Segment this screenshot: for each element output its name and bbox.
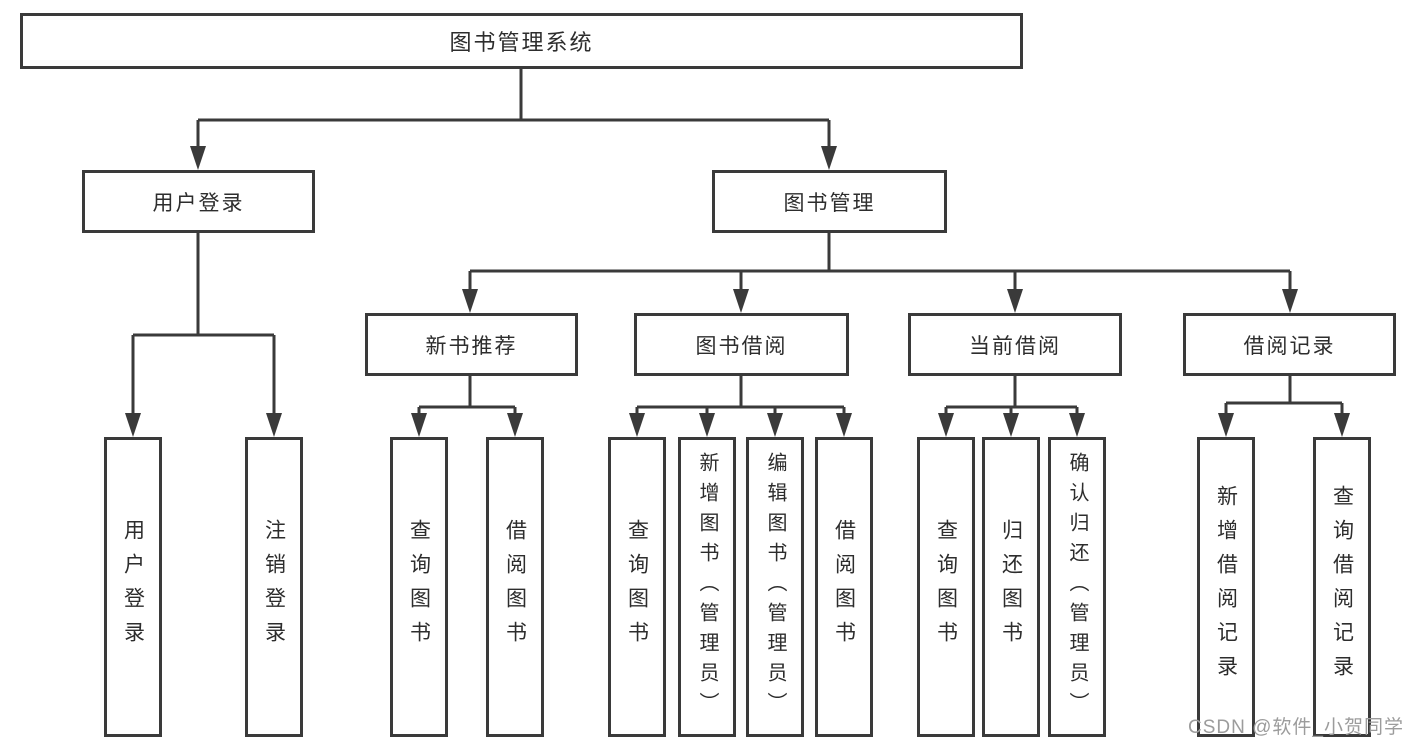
leaf-query-books-recommend: 查询图书 <box>390 437 448 737</box>
node-book-manage: 图书管理 <box>712 170 947 233</box>
leaf-confirm-return-admin: 确认归还（管理员） <box>1048 437 1106 737</box>
leaf-borrow-books: 借阅图书 <box>815 437 873 737</box>
leaf-edit-book-admin: 编辑图书（管理员） <box>746 437 804 737</box>
leaf-query-books-current: 查询图书 <box>917 437 975 737</box>
node-book-borrow: 图书借阅 <box>634 313 849 376</box>
node-new-book-recommend: 新书推荐 <box>365 313 578 376</box>
leaf-user-login: 用户登录 <box>104 437 162 737</box>
leaf-borrow-books-recommend: 借阅图书 <box>486 437 544 737</box>
leaf-logout: 注销登录 <box>245 437 303 737</box>
node-root-system: 图书管理系统 <box>20 13 1023 69</box>
leaf-query-borrow-record: 查询借阅记录 <box>1313 437 1371 737</box>
node-current-borrow: 当前借阅 <box>908 313 1122 376</box>
leaf-return-book: 归还图书 <box>982 437 1040 737</box>
node-user-login: 用户登录 <box>82 170 315 233</box>
node-borrow-records: 借阅记录 <box>1183 313 1396 376</box>
leaf-query-books-borrow: 查询图书 <box>608 437 666 737</box>
leaf-add-book-admin: 新增图书（管理员） <box>678 437 736 737</box>
csdn-watermark: CSDN @软件_小贺同学 <box>1188 717 1404 738</box>
leaf-add-borrow-record: 新增借阅记录 <box>1197 437 1255 737</box>
